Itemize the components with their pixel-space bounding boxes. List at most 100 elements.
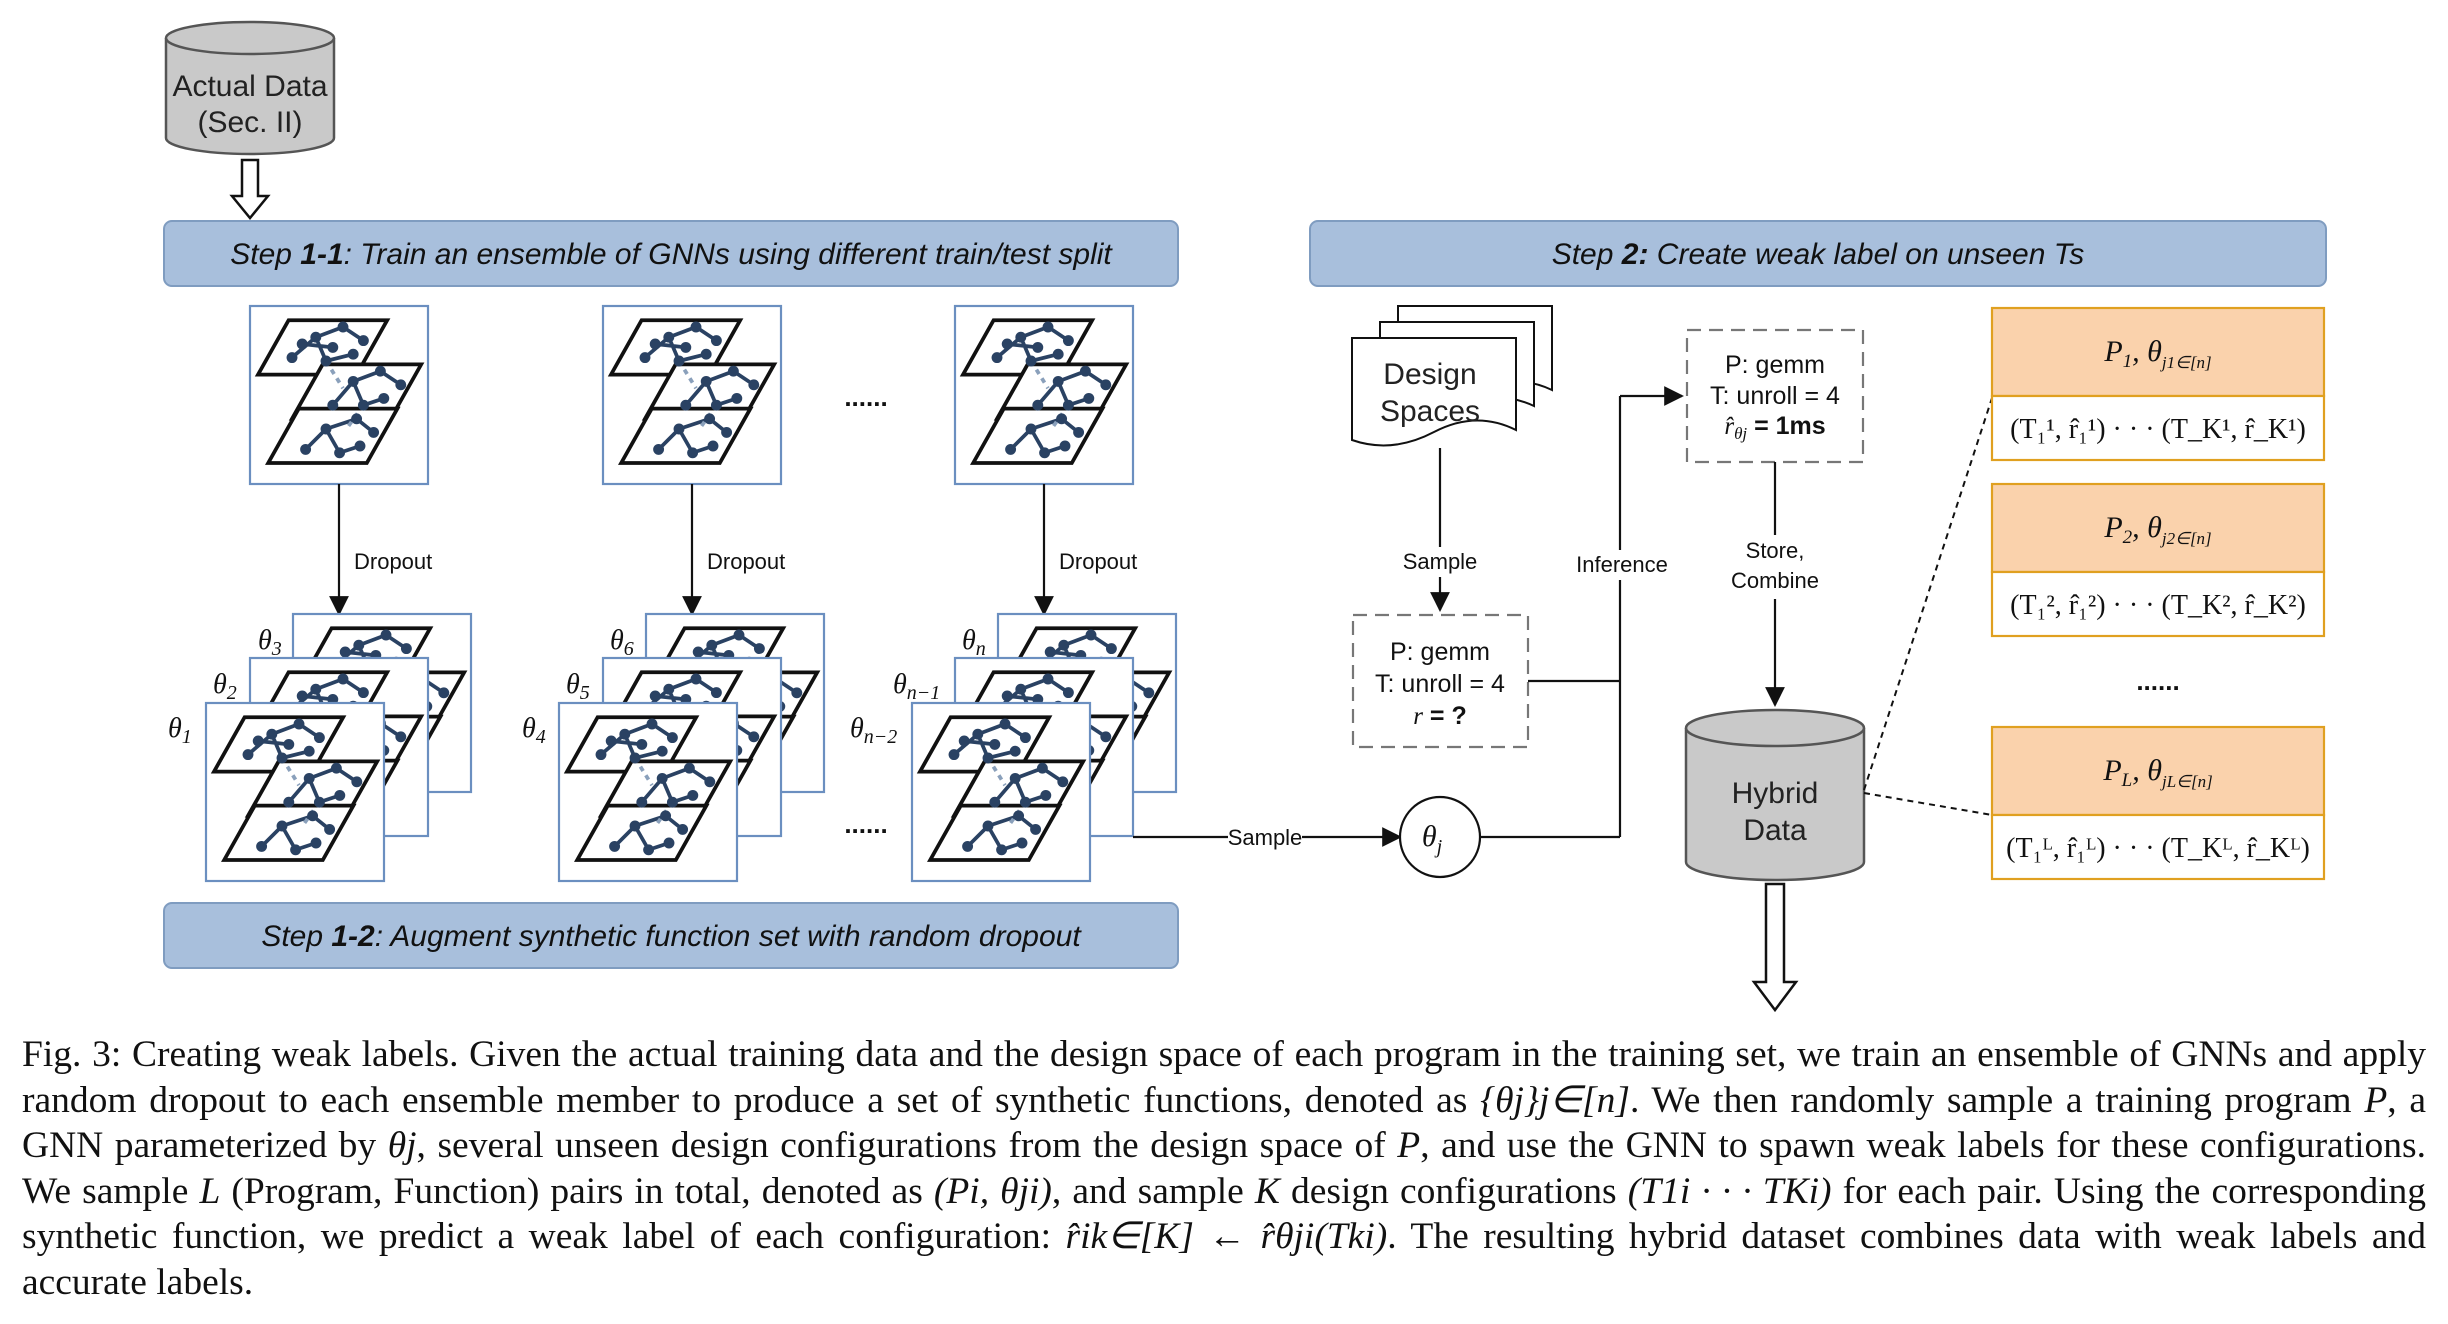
caption-math-3: θj xyxy=(387,1125,417,1166)
caption-text-6: (Program, Function) pairs in total, deno… xyxy=(220,1170,934,1212)
svg-text:Step 1-2: Augment synthetic fu: Step 1-2: Augment synthetic function set… xyxy=(261,920,1082,953)
theta-n-label: θn xyxy=(962,625,986,660)
pair-box-1: P1, θj1∈[n] (T₁¹, r̂₁¹) · · · (T_K¹, r̂_… xyxy=(1990,306,2326,462)
gnn-model-n xyxy=(953,304,1135,486)
gnn-model-2 xyxy=(601,304,783,486)
theta-6-label: θ6 xyxy=(610,625,634,660)
query-r-value: = ? xyxy=(1423,702,1467,730)
query-transform: T: unroll = 4 xyxy=(1375,670,1505,698)
caption-math-4: P xyxy=(1397,1125,1421,1166)
query-r-symbol: r xyxy=(1413,703,1423,730)
actual-data-section: (Sec. II) xyxy=(197,106,302,139)
pair-1-body: (T₁¹, r̂₁¹) · · · (T_K¹, r̂_K¹) xyxy=(2010,414,2306,445)
step-1-1-banner: Step 1-1: Train an ensemble of GNNs usin… xyxy=(163,220,1179,287)
pred-r-symbol: r̂ xyxy=(1724,413,1734,440)
step-1-1-number: 1-1 xyxy=(300,238,343,271)
sample-label-bottom: Sample xyxy=(1228,825,1303,850)
pair-box-L: PL, θjL∈[n] (T₁ᴸ, r̂₁ᴸ) · · · (T_Kᴸ, r̂_… xyxy=(1990,725,2326,881)
actual-data-label: Actual Data xyxy=(172,70,327,103)
ellipsis-pairs: ...... xyxy=(2136,666,2179,696)
caption-text-1: Fig. 3: Creating weak labels. Given the … xyxy=(22,1034,2426,1121)
store-label: Store, xyxy=(1746,538,1805,563)
caption-text-4: , several unseen design configurations f… xyxy=(416,1125,1398,1166)
caption-text-8: design configurations xyxy=(1279,1170,1628,1212)
combine-label: Combine xyxy=(1731,568,1819,593)
ellipsis-top: ...... xyxy=(844,382,887,412)
theta-n-minus-2-label: θn−2 xyxy=(850,713,897,748)
step-1-2-banner: Step 1-2: Augment synthetic function set… xyxy=(163,902,1179,969)
dropout-label-2: Dropout xyxy=(707,549,785,574)
step-2-prefix: Step xyxy=(1552,238,1622,271)
svg-text:P2, θj2∈[n]: P2, θj2∈[n] xyxy=(2103,511,2211,548)
ellipsis-bottom: ...... xyxy=(844,809,887,839)
query-program: P: gemm xyxy=(1390,638,1490,666)
synthetic-stack-2 xyxy=(557,612,826,883)
step-1-2-number: 1-2 xyxy=(331,920,375,953)
caption-math-8: (T1i · · · TKi) xyxy=(1627,1170,1832,1212)
actual-data-cylinder: Actual Data (Sec. II) xyxy=(164,20,336,156)
query-config-box: P: gemm T: unroll = 4 r = ? xyxy=(1351,613,1530,749)
figure-caption: Fig. 3: Creating weak labels. Given the … xyxy=(22,1032,2426,1305)
pair-box-2: P2, θj2∈[n] (T₁², r̂₁²) · · · (T_K², r̂_… xyxy=(1990,482,2326,638)
output-hollow-arrow-icon xyxy=(1751,882,1799,1013)
theta-2-label: θ2 xyxy=(213,669,237,704)
dropout-arrows xyxy=(329,484,1054,616)
inference-connector xyxy=(1480,386,1684,839)
pred-r-sub: θj xyxy=(1734,424,1747,443)
caption-text-10: . The resulting hybrid dataset combines … xyxy=(22,1216,2426,1303)
synthetic-stack-n xyxy=(910,612,1178,883)
step-1-2-text: : Augment synthetic function set with ra… xyxy=(375,920,1083,953)
step-2-banner: Step 2: Create weak label on unseen Ts xyxy=(1309,220,2327,287)
dropout-label-n: Dropout xyxy=(1059,549,1137,574)
gnn-model-1 xyxy=(248,304,430,486)
step-1-2-prefix: Step xyxy=(261,920,331,953)
caption-math-9: r̂ik∈[K] ← r̂θji(Tki) xyxy=(1065,1216,1388,1257)
pred-program: P: gemm xyxy=(1725,351,1825,379)
callout-lines xyxy=(1863,397,1993,816)
step-1-1-text: : Train an ensemble of GNNs using differ… xyxy=(344,238,1114,271)
svg-text:Step 2: Create weak label on u: Step 2: Create weak label on unseen Ts xyxy=(1552,238,2085,271)
theta-5-label: θ5 xyxy=(566,669,590,704)
step-1-1-prefix: Step xyxy=(230,238,300,271)
design-spaces-line2: Spaces xyxy=(1380,395,1480,428)
hollow-arrow-icon xyxy=(229,158,271,220)
caption-text-5: , and use the GNN to spawn weak labels f… xyxy=(22,1125,2427,1212)
hybrid-data-label: Data xyxy=(1743,814,1807,847)
caption-math-1: {θj}j∈[n] xyxy=(1480,1079,1630,1121)
sample-label-top: Sample xyxy=(1403,549,1478,574)
svg-text:P1, θj1∈[n]: P1, θj1∈[n] xyxy=(2103,335,2211,372)
hybrid-data-cylinder: Hybrid Data xyxy=(1684,708,1866,882)
sample-arrow: Sample xyxy=(1133,823,1402,851)
caption-math-7: K xyxy=(1254,1170,1280,1212)
svg-text:r = ?: r = ? xyxy=(1413,702,1467,730)
synthetic-stack-1 xyxy=(204,612,473,883)
caption-text-7: , and sample xyxy=(1051,1170,1255,1212)
theta-3-label: θ3 xyxy=(258,625,282,660)
inference-label: Inference xyxy=(1576,552,1668,577)
caption-math-2: P xyxy=(2364,1079,2388,1121)
hybrid-label: Hybrid xyxy=(1732,777,1819,810)
theta-j-node: θj xyxy=(1398,795,1482,879)
design-spaces-line1: Design xyxy=(1383,358,1476,391)
dropout-label-1: Dropout xyxy=(354,549,432,574)
caption-text-9: for each pair. Using the corresponding s… xyxy=(22,1170,2426,1258)
svg-text:Step 1-1: Train an ensemble of: Step 1-1: Train an ensemble of GNNs usin… xyxy=(230,238,1113,271)
svg-text:r̂θj = 1ms: r̂θj = 1ms xyxy=(1724,412,1825,443)
caption-math-6: (Pi, θji) xyxy=(933,1170,1052,1212)
theta-1-label: θ1 xyxy=(168,713,192,748)
pair-L-body: (T₁ᴸ, r̂₁ᴸ) · · · (T_Kᴸ, r̂_Kᴸ) xyxy=(2006,833,2310,864)
caption-text-2: . We then randomly sample a training pro… xyxy=(1629,1079,2365,1121)
theta-n-minus-1-label: θn−1 xyxy=(893,669,940,704)
pair-2-body: (T₁², r̂₁²) · · · (T_K², r̂_K²) xyxy=(2010,590,2306,621)
design-spaces-icon: Design Spaces xyxy=(1351,305,1553,447)
svg-text:PL, θjL∈[n]: PL, θjL∈[n] xyxy=(2102,754,2212,791)
svg-text:θj: θj xyxy=(1422,820,1443,858)
theta-4-label: θ4 xyxy=(522,713,546,748)
caption-text-3: , a GNN parameterized by xyxy=(22,1079,2426,1167)
prediction-box: P: gemm T: unroll = 4 r̂θj = 1ms xyxy=(1685,328,1865,464)
figure-diagram: Actual Data (Sec. II) Step 1-1: Train an… xyxy=(163,20,2327,1013)
step-2-text: Create weak label on unseen Ts xyxy=(1648,238,2084,271)
caption-math-5: L xyxy=(199,1170,221,1212)
step-2-number: 2: xyxy=(1621,238,1649,271)
pred-transform: T: unroll = 4 xyxy=(1710,382,1840,410)
